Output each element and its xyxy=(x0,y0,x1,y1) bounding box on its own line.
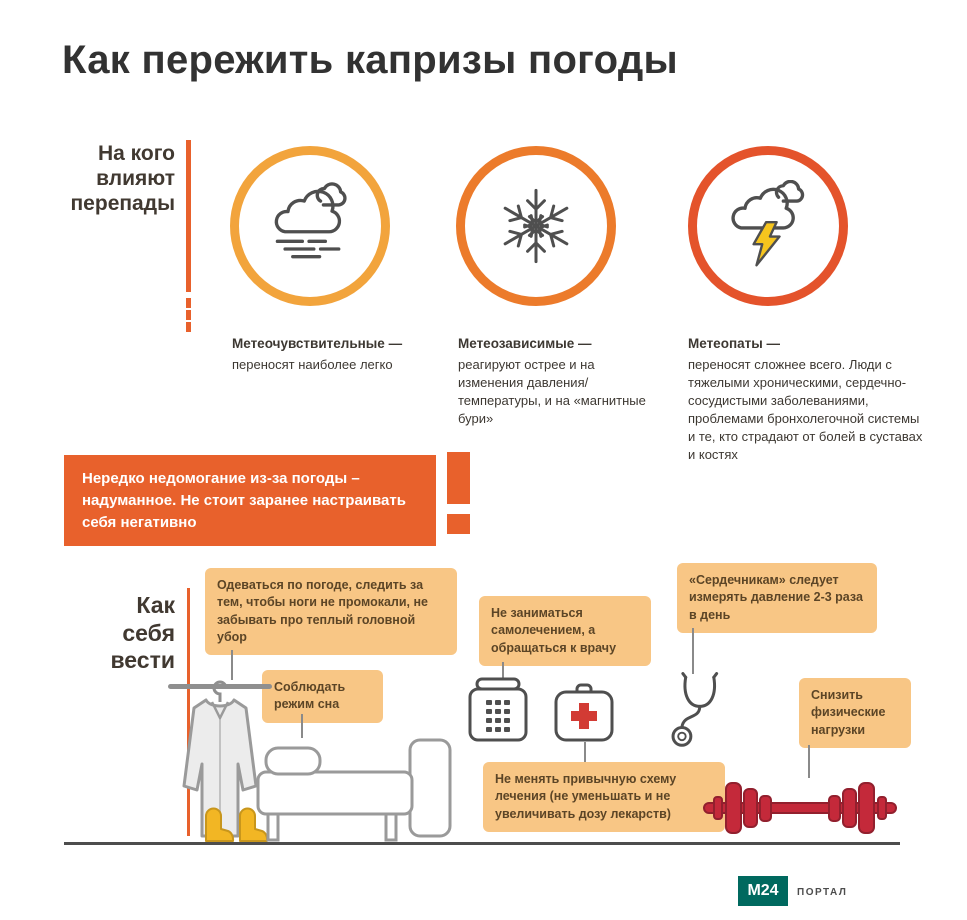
type-desc: переносят наиболее легко xyxy=(232,357,393,372)
type-card-meteopath: Метеопаты — переносят сложнее всего. Люд… xyxy=(688,336,926,464)
connector-line xyxy=(301,714,303,738)
fog-cloud-icon xyxy=(274,182,347,259)
connector-line xyxy=(502,662,504,678)
ground-line xyxy=(64,842,900,845)
connector-line xyxy=(231,650,233,680)
exclamation-icon xyxy=(447,452,470,504)
storm-cloud-icon xyxy=(731,180,805,267)
warning-box: Нередко недомогание из-за погоды – надум… xyxy=(64,455,436,547)
coat-icon xyxy=(168,680,272,838)
tip-sleep-schedule: Соблюдать режим сна xyxy=(262,670,383,723)
connector-line xyxy=(692,628,694,674)
stethoscope-icon xyxy=(671,672,719,747)
tip-dress-for-weather: Одеваться по погоде, следить за тем, что… xyxy=(205,568,457,655)
connector-line xyxy=(584,742,586,762)
type-card-dependent: Метеозависимые — реагируют острее и на и… xyxy=(458,336,653,428)
weather-dependent-badge xyxy=(456,146,616,306)
section-who-divider xyxy=(186,140,191,292)
type-name: Метеочувствительные — xyxy=(232,336,403,351)
connector-line xyxy=(808,745,810,778)
tip-reduce-exercise: Снизить физические нагрузки xyxy=(799,678,911,748)
tip-measure-pressure: «Сердечникам» следует измерять давление … xyxy=(677,563,877,633)
section-behave-divider xyxy=(187,588,190,836)
bed-icon xyxy=(256,738,452,842)
page-title: Как пережить капризы погоды xyxy=(62,38,678,82)
boots-icon xyxy=(205,807,269,842)
m24-logo: М24 xyxy=(738,876,788,906)
tip-keep-medication: Не менять привычную схему лечения (не ум… xyxy=(483,762,725,832)
section-behave-label: Как себя вести xyxy=(110,592,175,674)
type-desc: переносят сложнее всего. Люди с тяжелыми… xyxy=(688,357,923,462)
type-name: Метеопаты — xyxy=(688,336,780,351)
phone-icon xyxy=(468,677,528,742)
section-who-label: На кого влияют перепады xyxy=(70,142,176,215)
type-name: Метеозависимые — xyxy=(458,336,592,351)
exclamation-icon-dot xyxy=(447,514,470,534)
weather-sensitive-badge xyxy=(230,146,390,306)
tip-see-doctor: Не заниматься самолечением, а обращаться… xyxy=(479,596,651,666)
type-card-sensitive: Метеочувствительные — переносят наиболее… xyxy=(232,336,437,374)
section-who-divider-dash xyxy=(186,298,191,332)
type-desc: реагируют острее и на изменения давления… xyxy=(458,357,646,426)
dumbbell-icon xyxy=(703,782,897,834)
snowflake-icon xyxy=(499,188,573,264)
meteopath-badge xyxy=(688,146,848,306)
first-aid-icon xyxy=(554,683,614,742)
portal-label: ПОРТАЛ xyxy=(797,887,848,898)
